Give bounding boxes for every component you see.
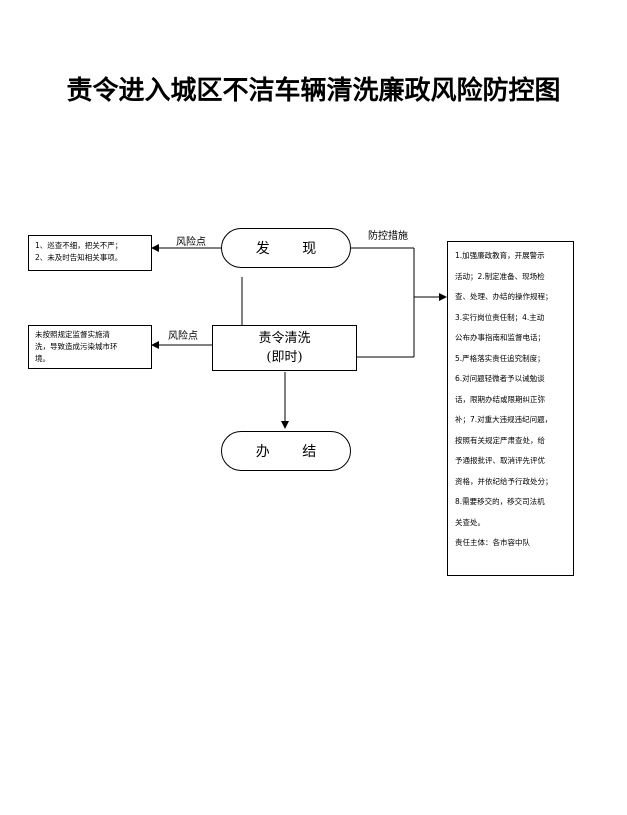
- risk-box-1-line1: 1、巡查不细，把关不严；: [35, 241, 123, 250]
- measure-line: 1.加强廉政教育，开展警示: [455, 251, 545, 260]
- measure-line: 6.对问题轻微者予以诫勉谈: [455, 374, 545, 383]
- node-order-clean-line1: 责令清洗: [258, 331, 311, 346]
- measure-line: 按照有关规定严肃查处，给: [455, 435, 545, 445]
- measure-line: 查、处理、办结的操作规程；: [455, 292, 553, 301]
- control-measures-box: 1.加强廉政教育，开展警示 活动；2.制定准备、现场检 查、处理、办结的操作规程…: [447, 241, 574, 576]
- risk-box-2-line1: 未按照规定监督实施清: [35, 330, 110, 339]
- node-order-clean-line2: (即时): [266, 350, 303, 365]
- measure-line: 责任主体：各市容中队: [455, 538, 530, 547]
- measure-line: 8.需要移交的，移交司法机: [455, 497, 545, 506]
- node-order-clean: 责令清洗 (即时): [212, 325, 357, 371]
- risk-box-1: 1、巡查不细，把关不严； 2、未及时告知相关事项。: [28, 235, 152, 271]
- measure-line: 活动；2.制定准备、现场检: [455, 271, 545, 281]
- measure-line: 补；7.对重大违规违纪问题，: [455, 415, 553, 424]
- measure-line: 3.实行岗位责任制；4.主动: [455, 312, 545, 322]
- risk-box-2-line3: 境。: [35, 354, 50, 363]
- control-label: 防控措施: [368, 231, 408, 242]
- measure-line: 资格，并依纪给予行政处分；: [455, 476, 553, 486]
- risk-box-2: 未按照规定监督实施清 洗，导致造成污染城市环 境。: [28, 325, 152, 369]
- measure-line: 予通报批评、取消评先评优: [455, 456, 545, 465]
- risk-box-2-line2: 洗，导致造成污染城市环: [35, 342, 118, 351]
- measure-line: 关查处。: [455, 517, 485, 527]
- measure-line: 5.严格落实责任追究制度；: [455, 353, 545, 363]
- measure-line: 话，限期办结或限期纠正弥: [455, 394, 545, 404]
- risk-box-1-line2: 2、未及时告知相关事项。: [35, 253, 123, 262]
- node-complete: 办 结: [221, 431, 351, 471]
- risk-label-1: 风险点: [176, 237, 206, 248]
- page-title: 责令进入城区不洁车辆清洗廉政风险防控图: [66, 76, 561, 106]
- node-discover: 发 现: [221, 228, 351, 268]
- risk-label-2: 风险点: [168, 331, 198, 342]
- measure-line: 公布办事指南和监督电话；: [455, 333, 545, 342]
